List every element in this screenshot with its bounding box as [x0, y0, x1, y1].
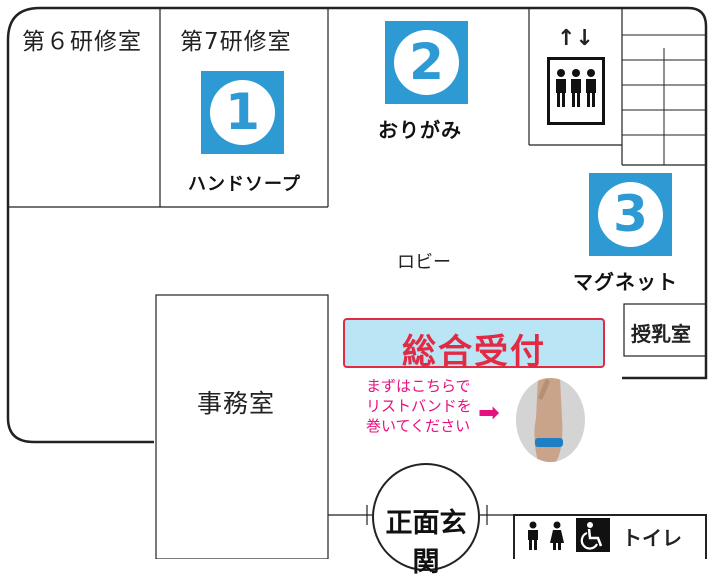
- station-2-name: おりがみ: [378, 118, 462, 142]
- wheelchair-icon: [576, 518, 610, 552]
- reception-note-line-2: リストバンドを: [366, 397, 472, 415]
- elevator-arrows: ↑↓: [557, 26, 594, 51]
- room-label-lab7: 第7研修室: [180, 29, 292, 55]
- station-2-marker: 2: [385, 21, 468, 104]
- station-1-name: ハンドソープ: [188, 174, 301, 195]
- room-label-nursing: 授乳室: [631, 322, 691, 346]
- station-3-marker: 3: [589, 173, 672, 256]
- right-arrow-icon: ➡: [478, 398, 500, 428]
- toilet-label: トイレ: [622, 526, 682, 550]
- station-3-number: 3: [598, 182, 663, 247]
- floor-plan-walls: [6, 6, 708, 559]
- reception-note-line-1: まずはこちらで: [366, 377, 471, 395]
- lobby-label: ロビー: [397, 252, 451, 273]
- room-label-office: 事務室: [197, 389, 276, 418]
- reception-title: 総合受付: [402, 332, 546, 372]
- reception-note: まずはこちらで リストバンドを 巻いてください: [366, 376, 472, 436]
- main-entrance: 正面玄関: [372, 463, 480, 578]
- elevator-icon: [547, 57, 605, 125]
- station-3-name: マグネット: [573, 270, 678, 294]
- male-toilet-icon: [528, 521, 538, 550]
- station-1-marker: 1: [201, 71, 284, 154]
- main-entrance-label: 正面玄関: [385, 508, 467, 578]
- room-label-lab6: 第６研修室: [22, 29, 142, 55]
- station-2-number: 2: [394, 30, 459, 95]
- reception-note-line-3: 巻いてください: [366, 417, 471, 435]
- wristband-photo: [516, 378, 585, 462]
- reception-desk: 総合受付: [343, 318, 605, 372]
- female-toilet-icon: [550, 521, 564, 550]
- station-1-number: 1: [210, 80, 275, 145]
